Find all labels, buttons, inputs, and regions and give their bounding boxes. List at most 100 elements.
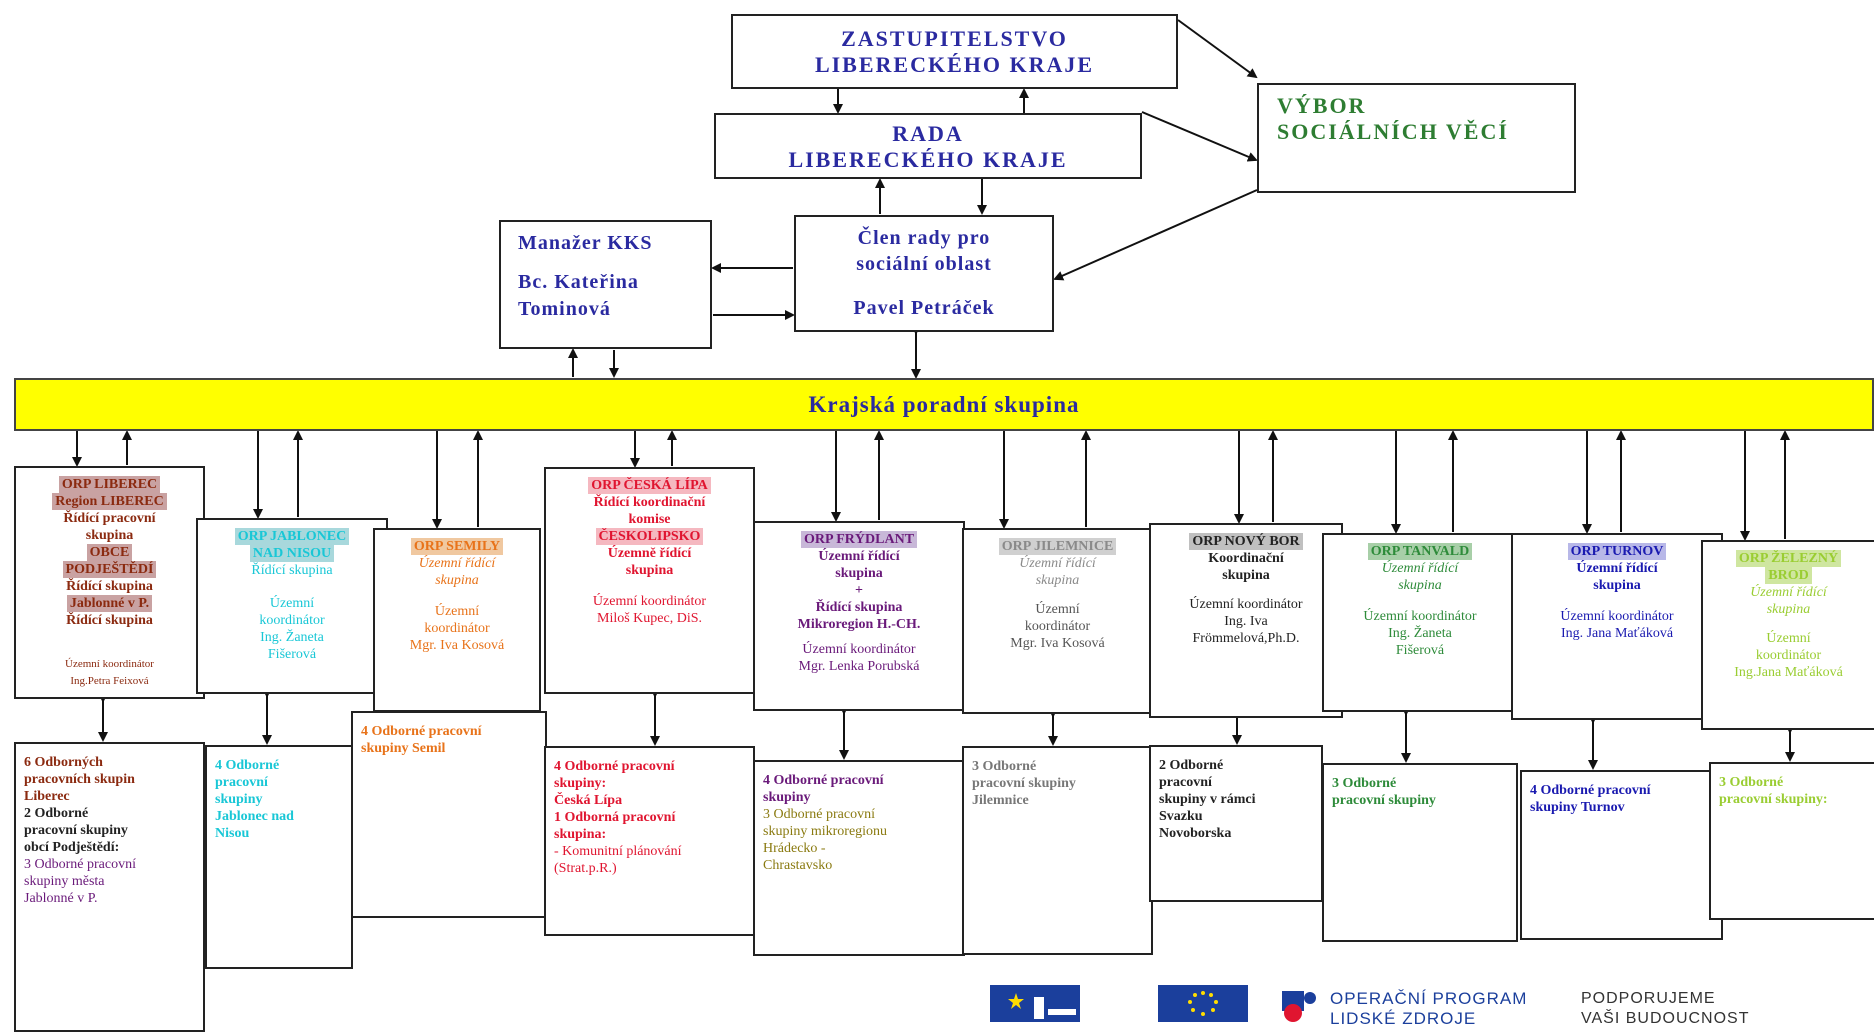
orp-jablonec-coord: koordinátor <box>259 613 325 628</box>
orp-jilemnice-coord: Mgr. Iva Kosová <box>1010 636 1105 651</box>
wg-frydlant-line: Chrastavsko <box>763 858 833 873</box>
wg-jablonec-line: pracovní <box>215 775 268 790</box>
op-lz-logo <box>1280 989 1318 1022</box>
wg-liberec-box: 6 Odborných pracovních skupin Liberec 2 … <box>14 742 205 1032</box>
wg-novy-bor-line: Novoborska <box>1159 826 1232 841</box>
orp-turnov-title: ORP TURNOV <box>1567 543 1667 560</box>
orp-novy-bor-coord: Frömmelová,Ph.D. <box>1192 631 1300 646</box>
vybor-line-2: SOCIÁLNÍCH VĚCÍ <box>1277 119 1509 144</box>
wg-ceska-lipa-box: 4 Odborné pracovní skupiny: Česká Lípa 1… <box>544 746 755 936</box>
orp-frydlant-coord: Mgr. Lenka Porubská <box>798 659 920 674</box>
orp-ceska-lipa-coord: Územní koordinátor <box>592 594 707 609</box>
support-text: PODPORUJEME VAŠI BUDOUCNOST <box>1581 989 1750 1029</box>
orp-jilemnice-box: ORP JILEMNICE Územní řídící skupina Územ… <box>962 528 1153 714</box>
rada-line-2: LIBERECKÉHO KRAJE <box>788 147 1068 172</box>
wg-jablonec-line: Jablonec nad <box>215 809 294 824</box>
wg-turnov-line: 4 Odborné pracovní <box>1530 783 1651 798</box>
orp-turnov-coord: Územní koordinátor <box>1560 609 1674 624</box>
orp-novy-bor-title: ORP NOVÝ BOR <box>1189 533 1303 550</box>
orp-jilemnice-title: ORP JILEMNICE <box>998 538 1117 555</box>
orp-jilemnice-coord: Územní <box>1035 602 1080 617</box>
wg-ceska-lipa-line: - Komunitní plánování <box>554 844 682 859</box>
orp-tanvald-box: ORP TANVALD Územní řídící skupina Územní… <box>1322 533 1518 712</box>
wg-tanvald-line: 3 Odborné <box>1332 776 1397 791</box>
orp-ceska-lipa-line: Územně řídící <box>607 546 692 561</box>
orp-ceska-lipa-line: komise <box>628 512 671 527</box>
orp-zelezny-brod-line: skupina <box>1766 602 1811 617</box>
wg-jilemnice-line: pracovní skupiny <box>972 776 1076 791</box>
manazer-box: Manažer KKS Bc. Kateřina Tominová <box>499 220 712 349</box>
op-program-line-2: LIDSKÉ ZDROJE <box>1330 1009 1477 1028</box>
clen-line-1: Člen rady pro <box>857 227 991 249</box>
orp-jablonec-coord: Ing. Žaneta <box>260 630 324 645</box>
wg-liberec-line: Liberec <box>24 789 70 804</box>
wg-liberec-line: 6 Odborných <box>24 755 103 770</box>
orp-liberec-coordinator-name: Ing.Petra Feixová <box>70 675 149 687</box>
orp-frydlant-line: Územní řídící <box>818 549 900 564</box>
orp-novy-bor-line: Koordinační <box>1208 551 1284 566</box>
wg-semily-line: skupiny Semil <box>361 741 446 756</box>
orp-zelezny-brod-coord: Ing.Jana Maťáková <box>1734 665 1843 680</box>
wg-frydlant-line: 4 Odborné pracovní <box>763 773 884 788</box>
orp-liberec-line: Řídící skupina <box>66 613 153 628</box>
wg-ceska-lipa-line: (Strat.p.R.) <box>554 861 617 876</box>
vybor-line-1: VÝBOR <box>1277 93 1367 118</box>
wg-ceska-lipa-line: 1 Odborná pracovní <box>554 810 676 825</box>
spacer <box>1513 594 1721 608</box>
connector-arrow <box>1177 19 1258 79</box>
wg-liberec-line: pracovní skupiny <box>24 823 128 838</box>
orp-novy-bor-line: skupina <box>1222 568 1270 583</box>
spacer <box>518 257 710 269</box>
op-lz-person-icon <box>1282 991 1316 1022</box>
orp-jablonec-line: Řídící skupina <box>251 563 333 578</box>
esf-logo <box>990 985 1080 1022</box>
wg-jablonec-line: skupiny <box>215 792 263 807</box>
orp-zelezny-brod-title: ORP ŽELEZNÝ <box>1735 550 1842 567</box>
esf-star-icon <box>1008 993 1076 1019</box>
orp-tanvald-coord: Ing. Žaneta <box>1388 626 1452 641</box>
orp-jablonec-coord: Územní <box>269 596 315 611</box>
orp-ceska-lipa-title: ORP ČESKÁ LÍPA <box>588 477 711 494</box>
orp-jilemnice-line: Územní řídící <box>1019 556 1096 571</box>
orp-semily-title: ORP SEMILY <box>410 538 504 555</box>
orp-liberec-title: ORP LIBEREC <box>58 476 161 493</box>
manazer-name-2: Tominová <box>518 298 611 320</box>
wg-semily-line: 4 Odborné pracovní <box>361 724 482 739</box>
orp-jablonec-title: ORP JABLONEC <box>234 528 350 545</box>
orp-frydlant-coord: Územní koordinátor <box>802 642 916 657</box>
orp-semily-coord: koordinátor <box>424 621 490 636</box>
orp-liberec-jablonne: Jablonné v P. <box>66 595 153 612</box>
orp-ceska-lipa-line: skupina <box>625 563 674 578</box>
spacer <box>1324 594 1516 608</box>
spacer <box>375 589 539 603</box>
orp-ceska-lipa-region: ČESKOLIPSKO <box>595 528 704 545</box>
clen-line-2: sociální oblast <box>856 253 992 275</box>
orp-turnov-box: ORP TURNOV Územní řídící skupina Územní … <box>1511 533 1723 720</box>
connector-arrow <box>1141 111 1258 162</box>
footer-logos: OPERAČNÍ PROGRAM LIDSKÉ ZDROJE PODPORUJE… <box>990 985 1870 1028</box>
connector-arrow <box>1053 189 1258 281</box>
wg-ceska-lipa-line: 4 Odborné pracovní <box>554 759 675 774</box>
wg-jilemnice-line: 3 Odborné <box>972 759 1037 774</box>
support-line-1: PODPORUJEME <box>1581 990 1716 1007</box>
wg-frydlant-line: skupiny mikroregionu <box>763 824 888 839</box>
orp-frydlant-line: Mikroregion H.-CH. <box>797 617 921 632</box>
orp-frydlant-line: skupina <box>835 566 883 581</box>
wg-turnov-box: 4 Odborné pracovní skupiny Turnov <box>1520 770 1723 940</box>
op-program-line-1: OPERAČNÍ PROGRAM <box>1330 989 1528 1008</box>
spacer <box>16 629 203 655</box>
orp-jablonec-box: ORP JABLONEC NAD NISOU Řídící skupina Úz… <box>196 518 388 694</box>
zastupitelstvo-box: ZASTUPITELSTVO LIBERECKÉHO KRAJE <box>731 14 1178 89</box>
orp-turnov-line: skupina <box>1593 578 1641 593</box>
orp-ceska-lipa-line: Řídící koordinační <box>593 495 706 510</box>
clen-rady-box: Člen rady pro sociální oblast Pavel Petr… <box>794 215 1054 332</box>
wg-zelezny-brod-line: 3 Odborné <box>1719 775 1784 790</box>
orp-liberec-coordinator: Územní koordinátor <box>65 658 154 670</box>
orp-jilemnice-line: skupina <box>1035 573 1080 588</box>
wg-novy-bor-line: 2 Odborné <box>1159 758 1224 773</box>
eu-flag-logo <box>1158 985 1248 1022</box>
wg-semily-box: 4 Odborné pracovní skupiny Semil <box>351 711 547 918</box>
orp-semily-line: skupina <box>435 573 479 588</box>
spacer <box>1703 618 1874 630</box>
